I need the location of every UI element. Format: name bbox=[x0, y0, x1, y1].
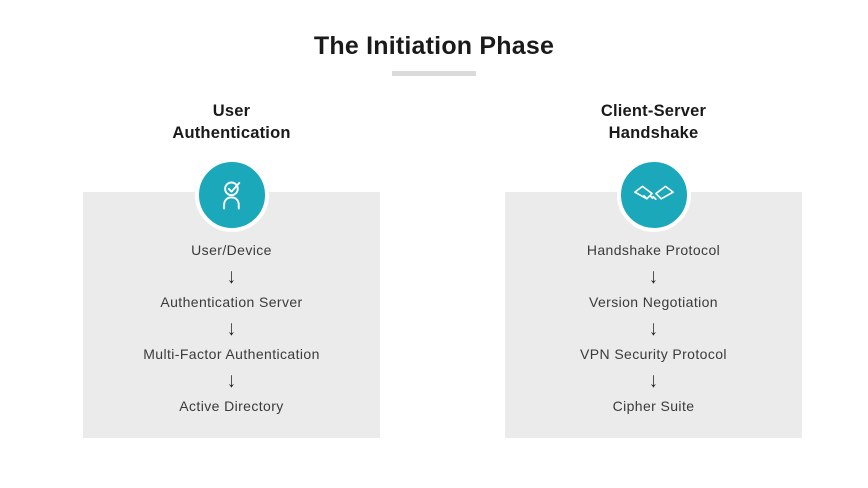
down-arrow-icon: ↓ bbox=[227, 316, 236, 340]
step-label: User/Device bbox=[191, 241, 272, 258]
user-authentication-panel: User/Device ↓ Authentication Server ↓ Mu… bbox=[83, 157, 380, 438]
step-label: Authentication Server bbox=[160, 293, 303, 310]
down-arrow-icon: ↓ bbox=[227, 264, 236, 288]
user-check-icon bbox=[194, 157, 269, 232]
header-line: Handshake bbox=[608, 124, 699, 143]
step-label: Cipher Suite bbox=[612, 397, 695, 414]
column-client-server-handshake: Client-Server Handshake Handshake Protoc… bbox=[505, 100, 802, 438]
header-line: Client-Server bbox=[600, 102, 707, 120]
title-underline bbox=[392, 71, 476, 76]
header-line: User bbox=[212, 102, 251, 120]
down-arrow-icon: ↓ bbox=[649, 316, 658, 340]
step-label: Version Negotiation bbox=[588, 293, 718, 310]
down-arrow-icon: ↓ bbox=[227, 368, 236, 392]
step-label: Handshake Protocol bbox=[586, 241, 721, 258]
down-arrow-icon: ↓ bbox=[649, 368, 658, 392]
column-header-client-server-handshake: Client-Server Handshake bbox=[505, 100, 802, 145]
client-server-handshake-panel: Handshake Protocol ↓ Version Negotiation… bbox=[505, 157, 802, 438]
page-title: The Initiation Phase bbox=[313, 32, 555, 60]
handshake-icon bbox=[616, 157, 691, 232]
step-label: Active Directory bbox=[179, 397, 284, 414]
down-arrow-icon: ↓ bbox=[649, 264, 658, 288]
header-line: Authentication bbox=[172, 124, 291, 143]
step-label: Multi-Factor Authentication bbox=[143, 345, 320, 362]
step-label: VPN Security Protocol bbox=[580, 345, 727, 362]
column-user-authentication: User Authentication User/Device ↓ Authen… bbox=[83, 100, 380, 438]
column-header-user-authentication: User Authentication bbox=[83, 100, 380, 145]
